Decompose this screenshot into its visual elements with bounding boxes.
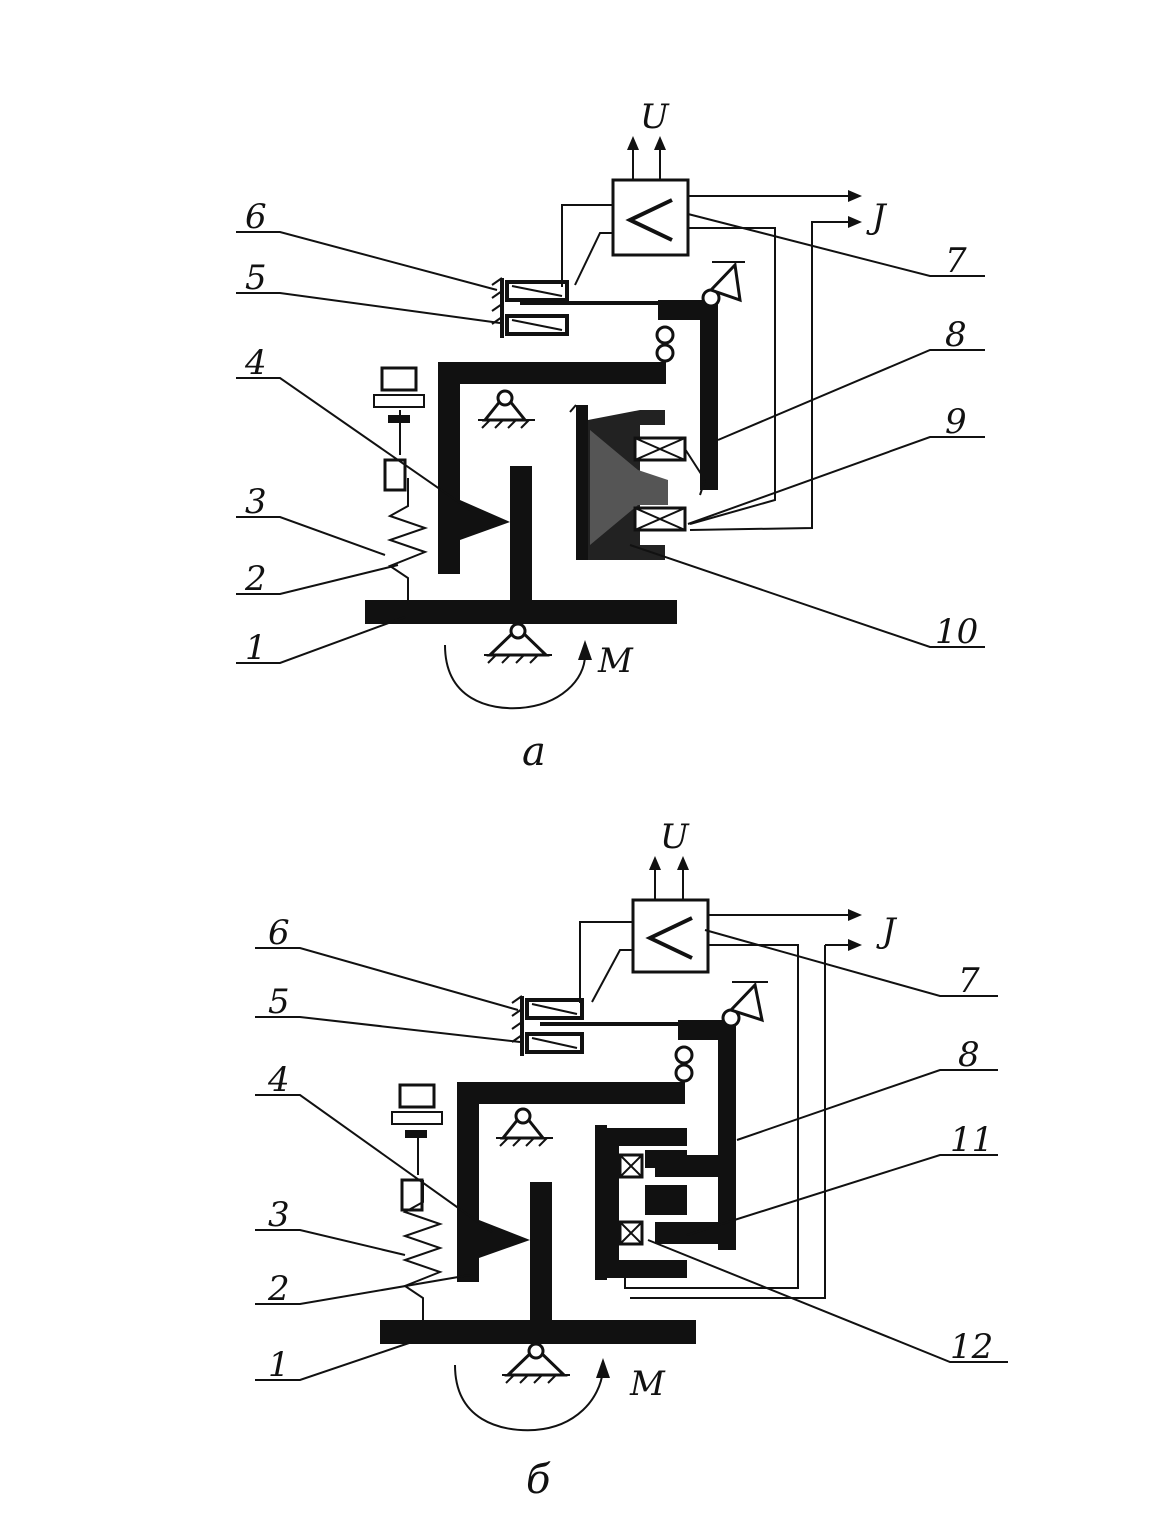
label-1-b: 1: [268, 1345, 290, 1385]
signal-j-label-b: J: [876, 911, 898, 951]
shaft-b: M: [380, 1182, 696, 1432]
figure-b: U J: [255, 817, 1008, 1503]
electromagnet-a: [569, 404, 707, 560]
label-8-b: 8: [958, 1035, 980, 1075]
moment-label-b: M: [629, 1364, 666, 1404]
amplifier-a: U J: [561, 97, 888, 531]
label-7-a: 7: [945, 241, 967, 281]
labels-b: 6 5 4 3 2 1 7 8 11 12: [267, 913, 993, 1385]
label-1-a: 1: [245, 628, 267, 668]
leaders-b: [255, 929, 1008, 1381]
electromagnet-b: [595, 1125, 735, 1280]
signal-u-label-b: U: [660, 817, 690, 857]
label-8-a: 8: [945, 315, 967, 355]
label-6-a: 6: [245, 197, 267, 237]
leaders-a: [236, 213, 985, 664]
label-4-a: 4: [244, 343, 267, 383]
moment-label: M: [597, 641, 634, 681]
figure-a: U J: [236, 97, 985, 775]
label-12-b: 12: [950, 1327, 993, 1367]
label-3-a: 3: [245, 482, 267, 522]
caption-a: а: [522, 729, 546, 775]
label-6-b: 6: [268, 913, 290, 953]
label-11-b: 11: [950, 1120, 993, 1160]
shaft-a: M: [365, 466, 677, 710]
label-5-b: 5: [268, 982, 290, 1022]
labels-a: 6 5 4 3 2 1 7 8 9 10: [244, 197, 978, 668]
signal-u-label: U: [640, 97, 670, 137]
amplifier-b: U J: [579, 817, 898, 1299]
lever-frame-a: [438, 261, 745, 574]
signal-j-label: J: [866, 197, 888, 237]
label-3-b: 3: [268, 1195, 290, 1235]
caption-b: б: [526, 1457, 551, 1503]
label-7-b: 7: [958, 961, 980, 1001]
label-4-b: 4: [267, 1060, 290, 1100]
label-2-b: 2: [267, 1269, 290, 1309]
label-2-a: 2: [244, 559, 267, 599]
label-10-a: 10: [935, 612, 978, 652]
lever-frame-b: [457, 981, 768, 1282]
label-5-a: 5: [245, 258, 267, 298]
spring-damper-a: [373, 366, 429, 600]
spring-damper-b: [391, 1083, 444, 1320]
label-9-a: 9: [945, 402, 967, 442]
